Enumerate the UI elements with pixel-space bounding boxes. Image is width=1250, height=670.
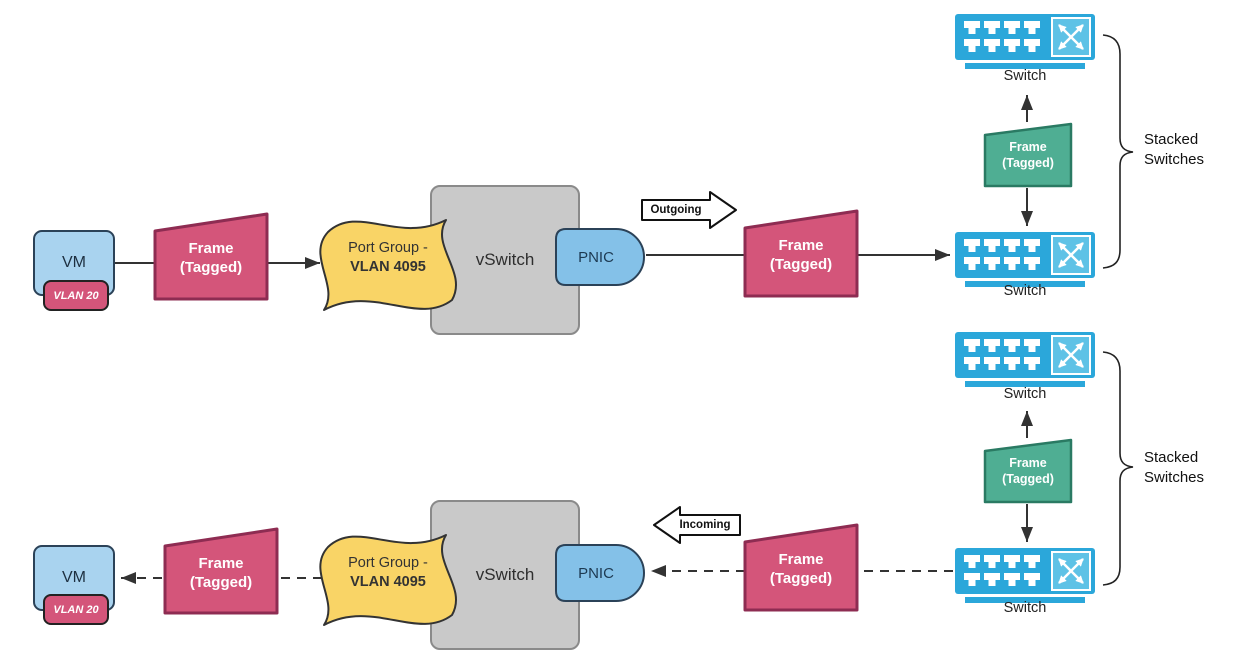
incoming-callout-label: Incoming bbox=[679, 519, 731, 531]
frame-tagged-shape-incoming-right bbox=[743, 523, 859, 612]
vlan-20-badge-incoming: VLAN 20 bbox=[43, 594, 109, 625]
switch-label-stack1-bottom: Switch bbox=[1003, 283, 1047, 299]
outgoing-callout-arrow bbox=[641, 191, 737, 229]
switch-icon-stack2-bottom bbox=[955, 548, 1095, 603]
port-group-shape-incoming bbox=[319, 534, 458, 626]
frame-tagged-shape-stack-outgoing bbox=[983, 122, 1073, 188]
pnic-label: PNIC bbox=[578, 248, 614, 266]
stacked-switches-brace-outgoing bbox=[1102, 34, 1134, 269]
port-group-label: Port Group - VLAN 4095 bbox=[348, 240, 428, 275]
vm-label: VM bbox=[62, 254, 86, 271]
switch-label-stack2-top: Switch bbox=[1003, 386, 1047, 402]
pnic-label: PNIC bbox=[578, 564, 614, 582]
switch-icon-stack1-top bbox=[955, 14, 1095, 69]
stack-frame-tagged-label: Frame(Tagged) bbox=[1002, 456, 1054, 486]
vm-label: VM bbox=[62, 569, 86, 586]
stack-frame-tagged-label: Frame(Tagged) bbox=[1002, 140, 1054, 170]
port-group-shape-outgoing bbox=[319, 219, 458, 311]
frame-tagged-label: Frame(Tagged) bbox=[189, 555, 253, 591]
frame-tagged-shape-stack-incoming bbox=[983, 438, 1073, 504]
vlan-20-badge-outgoing: VLAN 20 bbox=[43, 280, 109, 311]
port-group-label: Port Group - VLAN 4095 bbox=[348, 555, 428, 590]
switch-icon-stack1-bottom bbox=[955, 232, 1095, 287]
frame-tagged-label: Frame(Tagged) bbox=[769, 551, 833, 587]
switch-label-stack1-top: Switch bbox=[1003, 68, 1047, 84]
pnic-shape-outgoing bbox=[555, 228, 645, 286]
frame-tagged-shape-outgoing-right bbox=[743, 209, 859, 298]
frame-tagged-shape-incoming-left bbox=[163, 527, 279, 615]
stacked-switches-brace-incoming bbox=[1102, 351, 1134, 586]
vswitch-label: vSwitch bbox=[475, 250, 535, 269]
frame-tagged-label: Frame(Tagged) bbox=[179, 240, 243, 276]
incoming-callout-arrow bbox=[653, 506, 741, 544]
frame-tagged-shape-outgoing-left bbox=[153, 212, 269, 301]
pnic-shape-incoming bbox=[555, 544, 645, 602]
switch-label-stack2-bottom: Switch bbox=[1003, 600, 1047, 616]
switch-icon-stack2-top bbox=[955, 332, 1095, 387]
frame-tagged-label: Frame(Tagged) bbox=[769, 237, 833, 273]
vswitch-label: vSwitch bbox=[475, 565, 535, 584]
outgoing-callout-label: Outgoing bbox=[650, 204, 702, 216]
